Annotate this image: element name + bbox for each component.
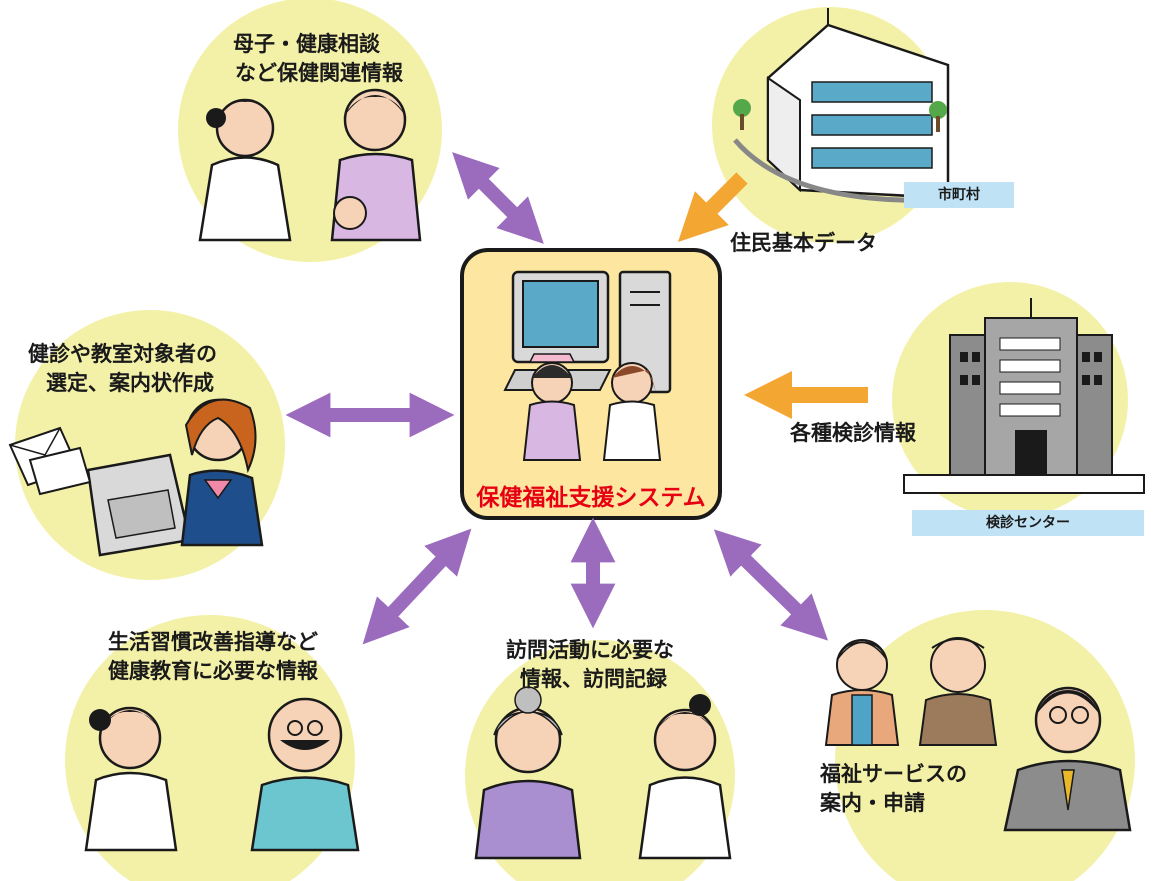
label-welfare-line2: 案内・申請: [820, 791, 925, 815]
elderly-woman-and-nurse-illustration: [474, 686, 732, 860]
label-welfare-line1: 福祉サービスの: [820, 762, 967, 786]
label-checkup-target-line2: 選定、案内状作成: [46, 371, 214, 395]
envelope-icon: [8, 426, 92, 496]
tag-checkup-center: 検診センター: [912, 510, 1144, 536]
label-lifestyle-line2: 健康教育に必要な情報: [108, 659, 318, 683]
elderly-couple-and-staff-illustration: [824, 637, 1132, 832]
nurse-and-mother-illustration: [198, 88, 422, 242]
label-checkup-center-data: 各種検診情報: [790, 421, 916, 445]
label-visit: 訪問活動に必要な 情報、訪問記録: [506, 636, 674, 694]
arrow-maternal: [452, 152, 544, 244]
label-lifestyle-line1: 生活習慣改善指導など: [108, 630, 318, 654]
label-checkup-target: 健診や教室対象者の 選定、案内状作成: [28, 340, 217, 398]
label-maternal: 母子・健康相談 など保健関連情報: [233, 30, 403, 88]
label-maternal-line1: 母子・健康相談: [233, 32, 380, 56]
arrow-lifestyle: [362, 528, 472, 645]
arrow-welfare: [713, 529, 829, 641]
label-municipality-data: 住民基本データ: [730, 231, 877, 255]
checkup-center-building-illustration: [903, 298, 1145, 494]
office-worker-at-computer-illustration: [86, 398, 264, 557]
arrow-municipality-inbound: [678, 172, 748, 242]
computer-and-nurses-illustration: [503, 270, 672, 461]
label-visit-line2: 情報、訪問記録: [520, 667, 667, 691]
label-lifestyle: 生活習慣改善指導など 健康教育に必要な情報: [108, 628, 318, 686]
city-office-building-illustration: [733, 8, 950, 203]
label-maternal-line2: など保健関連情報: [235, 61, 403, 85]
label-visit-line1: 訪問活動に必要な: [506, 638, 674, 662]
nurse-and-man-illustration: [84, 697, 360, 852]
tag-municipality: 市町村: [904, 182, 1014, 208]
label-checkup-target-line1: 健診や教室対象者の: [28, 342, 217, 366]
label-welfare: 福祉サービスの 案内・申請: [820, 760, 967, 818]
center-title: 保健福祉支援システム: [476, 485, 706, 511]
